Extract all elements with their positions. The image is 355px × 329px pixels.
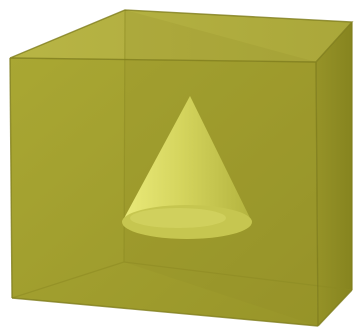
cube-right-face (316, 22, 352, 326)
cone-base-highlight (130, 208, 226, 228)
